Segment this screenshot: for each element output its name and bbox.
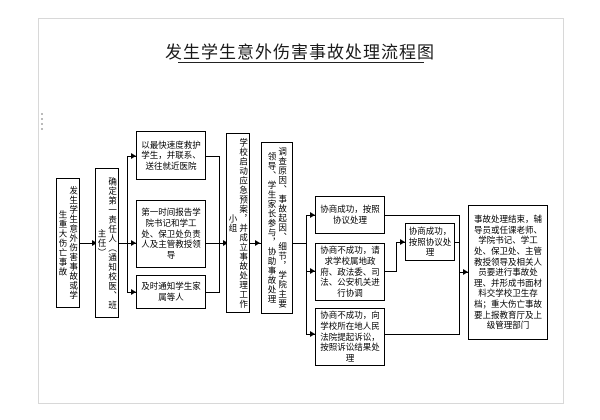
node-litigation[interactable]: 协商不成功，向学校所在地人民法院提起诉讼，按照诉讼结果处理: [315, 308, 385, 366]
arrow-bus-n11: [310, 331, 315, 337]
drag-handle-dots[interactable]: [41, 113, 47, 130]
bus-n2-vertical: [127, 156, 128, 292]
arrow-n1-n2: [92, 240, 97, 246]
node-agreement-2[interactable]: 协商成功，按照协议处理: [405, 223, 455, 261]
arrow-bus-n5: [131, 289, 136, 295]
node-report[interactable]: 第一时间报告学院书记和学工处、保卫处负责人及主管教授领导: [136, 200, 206, 268]
connector-n4-collector: [206, 243, 220, 244]
connector-n3-collector: [206, 156, 220, 157]
node-agreement-1[interactable]: 协商成功，按照协议处理: [315, 196, 385, 234]
collector-vertical: [219, 156, 220, 292]
final-collector-vertical: [459, 215, 460, 334]
node-incident[interactable]: 发生学生意外伤害事故或学生重大伤亡事故: [56, 178, 80, 308]
connector-n1-n2: [80, 243, 96, 244]
node-investigation[interactable]: 调查原因、事故起因、细节，学院主要领导、学生家长参与，协助事故处理: [261, 142, 293, 314]
connector-n10-n9-vert: [396, 242, 397, 272]
node-closure[interactable]: 事故处理结束，辅导员或任课老师、学院书记、学工处、保卫处、主管教授领导及相关人员…: [468, 205, 548, 340]
arrow-n10-n9: [400, 239, 405, 245]
arrow-n6-n7: [255, 240, 260, 246]
node-rescue[interactable]: 以最快速度救护学生，并联系、送往就近医院: [136, 131, 206, 180]
node-mediation[interactable]: 协商不成功，请求学校属地政府、政法委、司法、公安机关进行协调: [315, 243, 385, 301]
connector-n2-bus: [119, 243, 133, 244]
arrow-bus-n3: [131, 153, 136, 159]
title-underline: [178, 62, 424, 63]
node-notify-family[interactable]: 及时通知学生家属等人: [136, 275, 206, 309]
node-responsible-person[interactable]: 确定第一责任人（通知校医、班主任）: [95, 168, 119, 318]
arrow-collector-n6: [223, 240, 228, 246]
arrow-bus-n4: [131, 240, 136, 246]
page-title: 发生学生意外伤害事故处理流程图: [165, 43, 435, 62]
outcome-bus-vertical: [306, 215, 307, 334]
arrow-final: [463, 269, 468, 275]
connector-n5-collector: [206, 292, 220, 293]
connector-n8-final: [385, 215, 460, 216]
arrow-bus-n8: [310, 212, 315, 218]
node-emergency-plan[interactable]: 学校启动应急预案，并成立事故处理工作小组: [226, 133, 250, 313]
arrow-bus-n10: [310, 268, 315, 274]
connector-n11-final: [385, 334, 460, 335]
connector-n10-n9: [385, 271, 397, 272]
connector-n9-final: [455, 242, 460, 243]
connector-n7-bus: [293, 243, 307, 244]
